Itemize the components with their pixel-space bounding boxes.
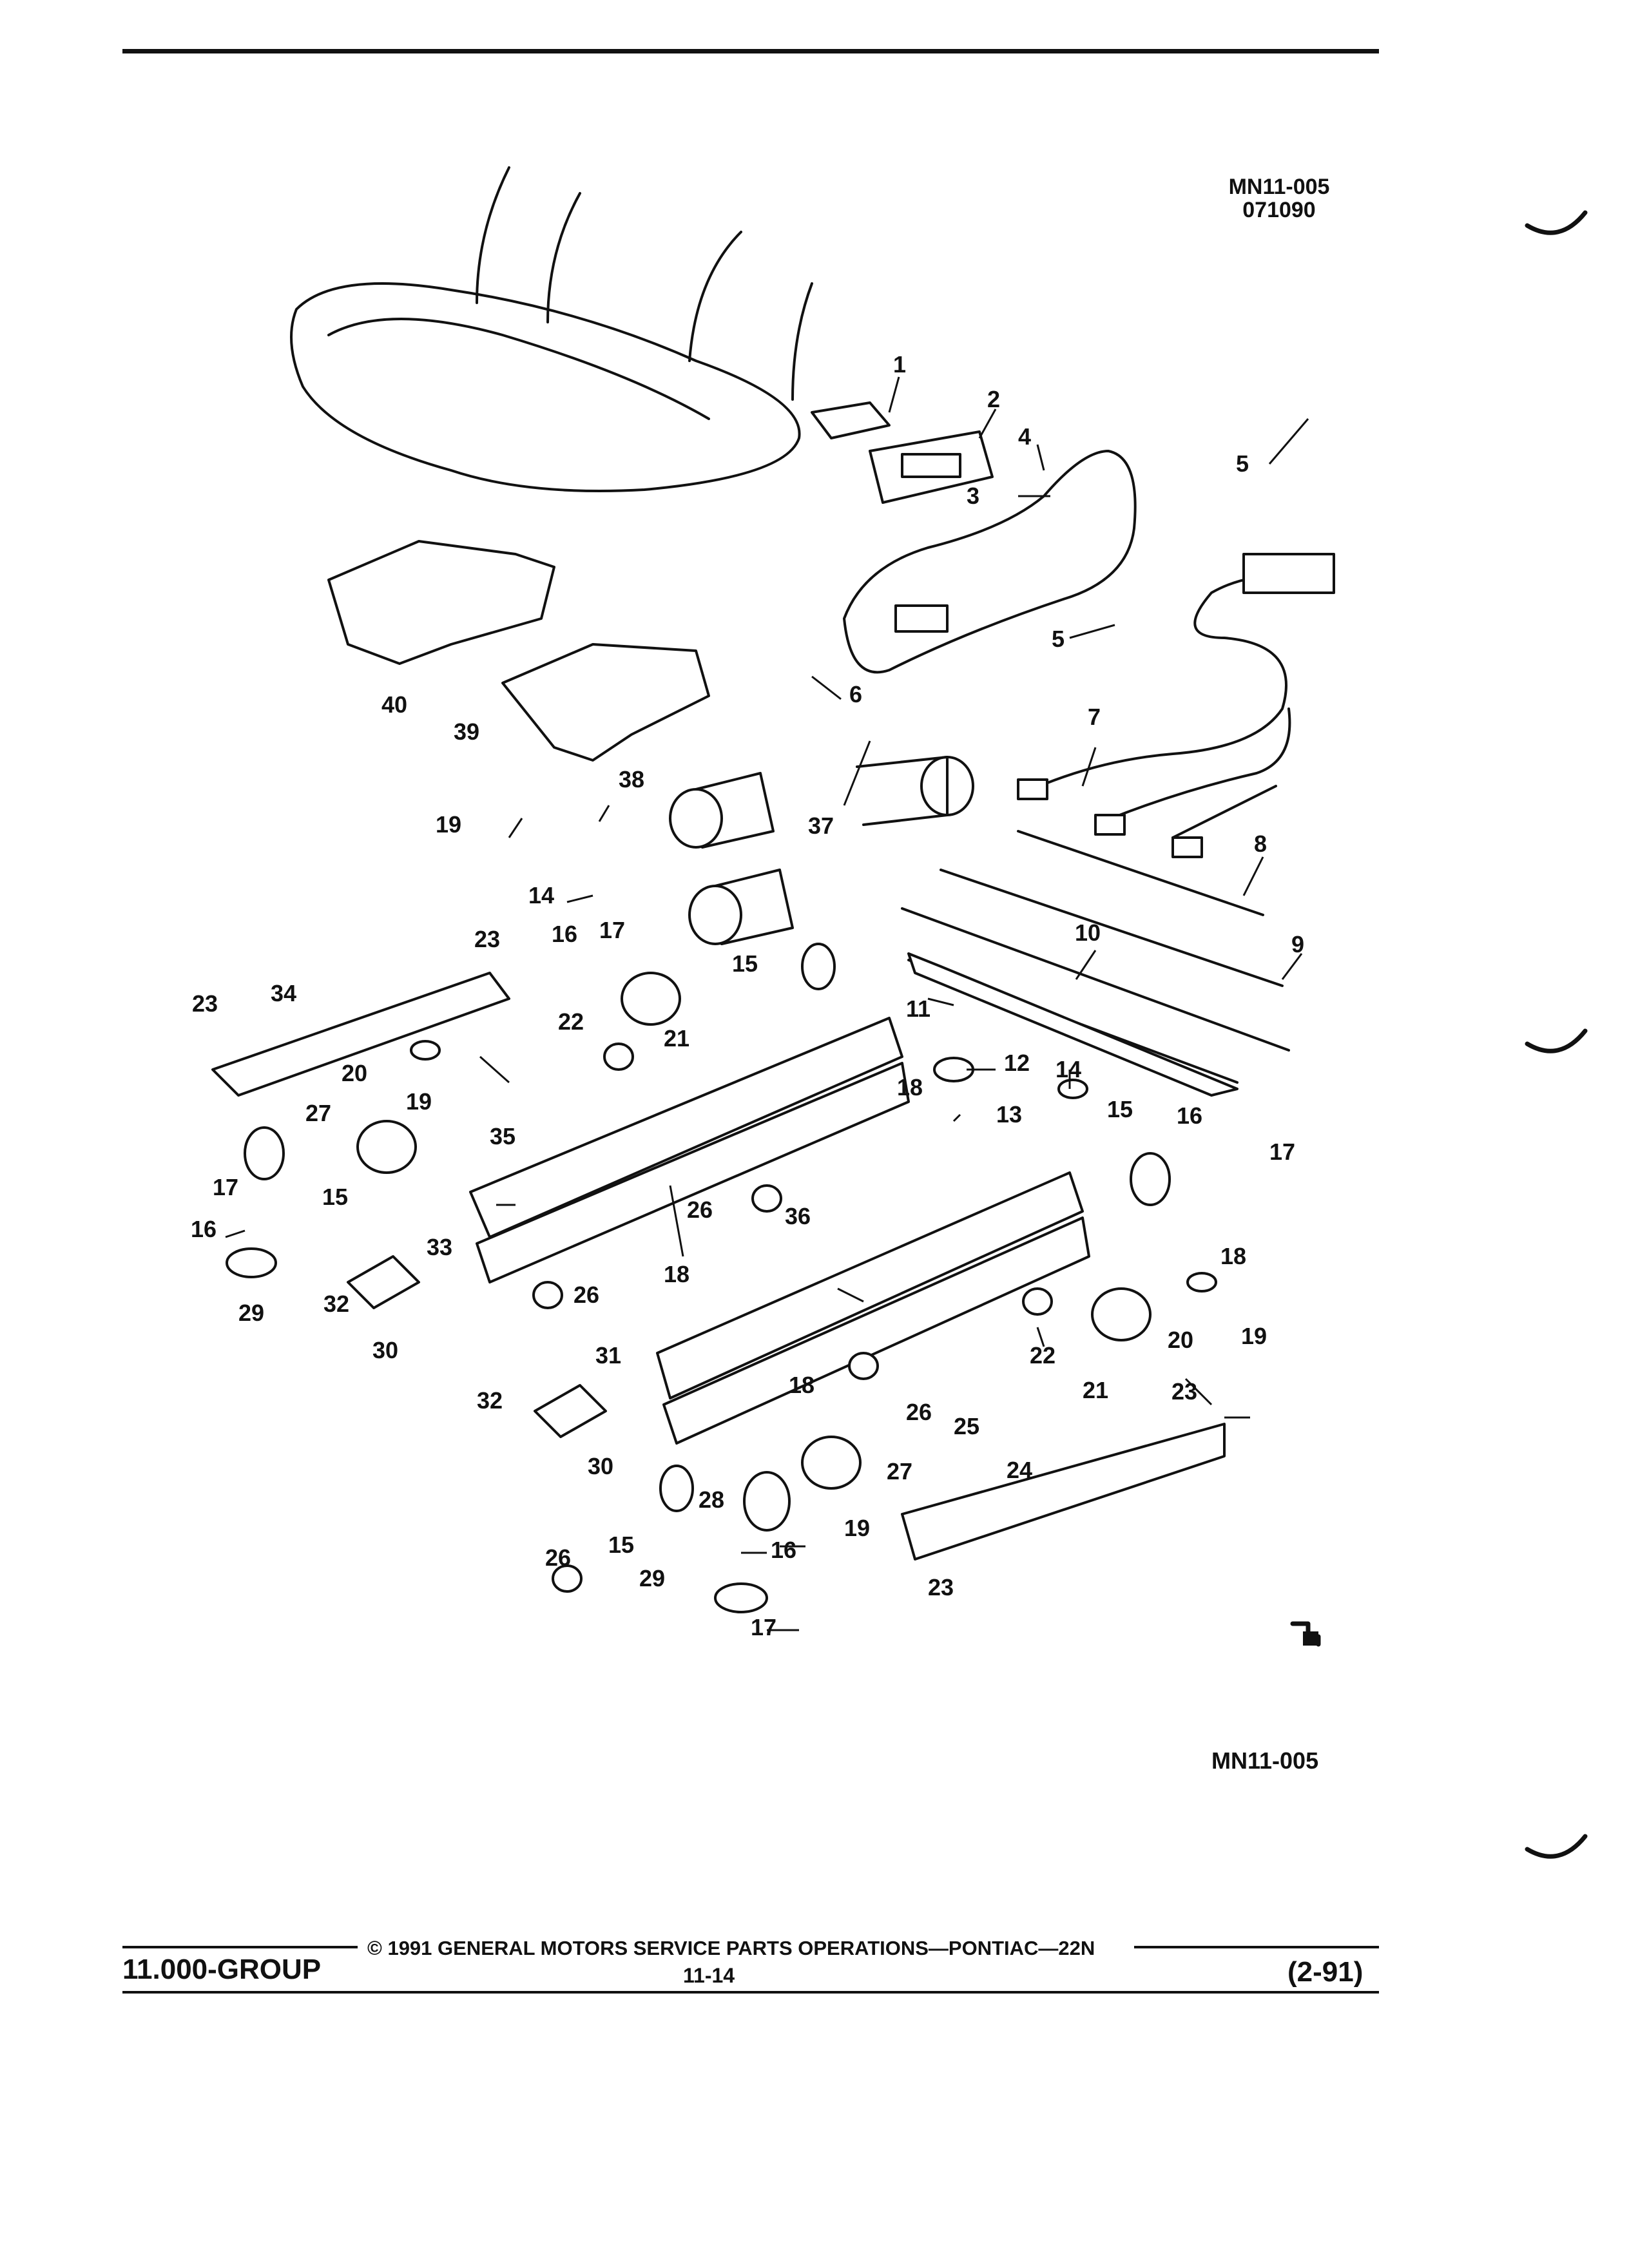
callout-label: 18 bbox=[664, 1261, 689, 1287]
callout-label: 6 bbox=[849, 681, 862, 707]
footer-rule bbox=[1134, 1946, 1379, 1948]
callout-label: 7 bbox=[1088, 704, 1101, 730]
callout-label: 19 bbox=[436, 811, 461, 838]
callout-label: 16 bbox=[771, 1537, 796, 1563]
callout-label: 4 bbox=[1018, 423, 1031, 450]
callout-label: 37 bbox=[808, 812, 834, 839]
figure-date-code: 071090 bbox=[1242, 198, 1316, 222]
callout-label: 33 bbox=[427, 1234, 452, 1260]
callout-label: 17 bbox=[751, 1614, 776, 1640]
callout-label: 17 bbox=[1269, 1139, 1295, 1165]
callout-label: 28 bbox=[699, 1486, 724, 1513]
callout-label: 26 bbox=[574, 1282, 599, 1308]
callout-label: 19 bbox=[406, 1088, 432, 1115]
callout-label: 40 bbox=[381, 691, 407, 718]
figure-code: MN11-005 bbox=[1228, 175, 1330, 199]
callout-label: 10 bbox=[1075, 919, 1101, 946]
callout-label: 22 bbox=[1030, 1342, 1055, 1369]
callout-label: 16 bbox=[1177, 1102, 1202, 1129]
callout-label: 29 bbox=[238, 1300, 264, 1326]
callout-label: 32 bbox=[477, 1387, 503, 1414]
callout-label: 24 bbox=[1007, 1457, 1032, 1483]
top-rule bbox=[122, 49, 1379, 53]
drive-cable-illustration bbox=[901, 830, 1290, 1097]
callout-label: 27 bbox=[305, 1100, 331, 1126]
callout-label: 23 bbox=[192, 990, 218, 1017]
callout-label: 19 bbox=[1241, 1323, 1267, 1349]
wiring-harness-illustration bbox=[1017, 553, 1335, 858]
callout-label: 23 bbox=[928, 1574, 954, 1600]
callout-label: 34 bbox=[271, 980, 296, 1006]
callout-label: 26 bbox=[906, 1399, 932, 1425]
callout-label: 23 bbox=[474, 926, 500, 952]
callout-label: 17 bbox=[599, 917, 625, 943]
callout-label: 11 bbox=[906, 995, 930, 1022]
copyright-notice: © 1991 GENERAL MOTORS SERVICE PARTS OPER… bbox=[367, 1937, 1095, 1959]
callout-label: 22 bbox=[558, 1008, 584, 1035]
callout-label: 23 bbox=[1171, 1378, 1197, 1405]
callout-label: 20 bbox=[342, 1060, 367, 1086]
callout-label: 17 bbox=[213, 1174, 238, 1200]
revision-date: (2-91) bbox=[1287, 1956, 1364, 1988]
callout-label: 1 bbox=[893, 351, 906, 378]
callout-label: 15 bbox=[608, 1532, 634, 1558]
seat-switch-illustration bbox=[811, 401, 994, 504]
callout-label: 31 bbox=[595, 1342, 621, 1369]
callout-label: 5 bbox=[1052, 626, 1065, 652]
group-label: 11.000-GROUP bbox=[122, 1954, 322, 1985]
callout-label: 29 bbox=[639, 1565, 665, 1591]
page-number: 11-14 bbox=[683, 1964, 735, 1987]
callout-label: 38 bbox=[619, 766, 644, 793]
callout-label: 20 bbox=[1168, 1327, 1193, 1353]
leader-lines bbox=[225, 376, 1309, 1631]
figure-reference-top: MN11-005 071090 bbox=[1199, 175, 1360, 222]
callout-label: 15 bbox=[322, 1184, 348, 1210]
callout-label: 9 bbox=[1291, 931, 1304, 957]
callout-label: 14 bbox=[1055, 1056, 1081, 1082]
footer-rule bbox=[122, 1946, 358, 1948]
callout-label: 15 bbox=[1107, 1096, 1133, 1122]
callout-label: 26 bbox=[687, 1196, 713, 1223]
callout-label: 3 bbox=[967, 483, 979, 509]
callout-label: 39 bbox=[454, 718, 479, 745]
callout-label: 30 bbox=[588, 1453, 613, 1479]
seat-bracket-illustration bbox=[327, 540, 710, 762]
callout-label: 5 bbox=[1236, 450, 1249, 477]
callout-label: 16 bbox=[191, 1216, 217, 1242]
callout-label: 13 bbox=[996, 1101, 1022, 1128]
callout-label: 21 bbox=[664, 1025, 689, 1052]
callout-labels: 1 2 3 4 5 5 6 7 8 9 10 11 12 13 14 14 15… bbox=[191, 351, 1304, 1640]
seat-adjuster-track-illustration bbox=[211, 972, 1226, 1561]
callout-label: 18 bbox=[1220, 1243, 1246, 1269]
callout-label: 2 bbox=[987, 386, 1000, 412]
callout-label: 12 bbox=[1004, 1050, 1030, 1076]
callout-label: 26 bbox=[545, 1544, 571, 1571]
callout-label: 19 bbox=[844, 1515, 870, 1541]
callout-label: 35 bbox=[490, 1123, 516, 1149]
margin-marks bbox=[1525, 210, 1588, 1859]
callout-label: 21 bbox=[1083, 1377, 1108, 1403]
corner-mark-icon bbox=[1290, 1621, 1321, 1647]
seat-cushion-illustration bbox=[290, 166, 813, 492]
callout-label: 16 bbox=[552, 921, 577, 947]
callout-label: 18 bbox=[789, 1372, 815, 1398]
callout-label: 32 bbox=[323, 1291, 349, 1317]
callout-label: 25 bbox=[954, 1413, 979, 1439]
callout-label: 27 bbox=[887, 1458, 912, 1485]
callout-label: 30 bbox=[372, 1337, 398, 1363]
callout-label: 36 bbox=[785, 1203, 811, 1229]
callout-label: 18 bbox=[897, 1074, 923, 1100]
callout-label: 8 bbox=[1254, 831, 1267, 857]
side-panel-illustration bbox=[843, 450, 1137, 674]
footer-rule bbox=[122, 1991, 1379, 1994]
gear-and-fastener-illustration bbox=[226, 943, 1217, 1613]
seat-motor-illustration bbox=[669, 756, 974, 945]
callout-label: 14 bbox=[528, 882, 554, 908]
figure-reference-bottom: MN11-005 bbox=[1211, 1747, 1319, 1774]
callout-label: 15 bbox=[732, 950, 758, 977]
